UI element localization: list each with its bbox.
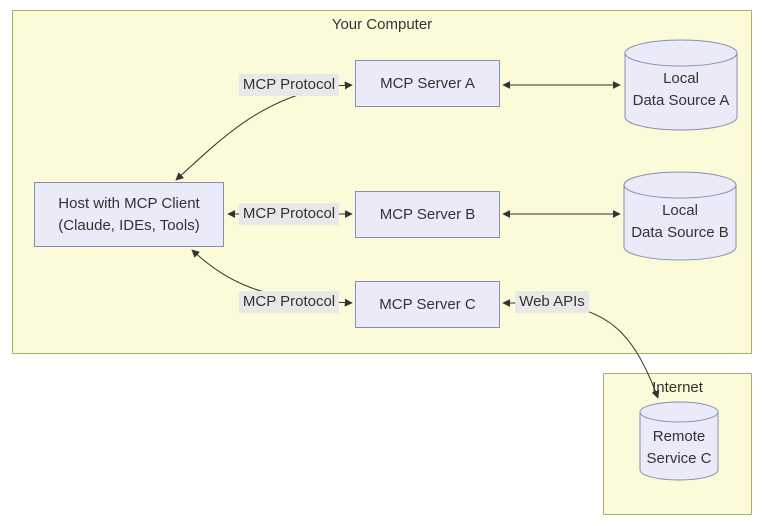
node-host-with-mcp-client: Host with MCP Client (Claude, IDEs, Tool… — [34, 182, 224, 247]
remote-c-line1: Remote — [652, 428, 706, 445]
remote-service-c-label: Remote Service C — [640, 426, 718, 474]
mcp-server-b-label: MCP Server B — [379, 205, 476, 223]
local-data-source-b-label: Local Data Source B — [624, 200, 736, 248]
edge-label-web-apis: Web APIs — [515, 291, 589, 313]
ds-a-line1: Local — [663, 70, 699, 87]
edge-label-mcp-protocol-1: MCP Protocol — [238, 74, 340, 96]
ds-b-line1: Local — [662, 202, 698, 219]
remote-c-line2: Service C — [646, 450, 712, 467]
node-mcp-server-c: MCP Server C — [355, 281, 500, 328]
edge-label-mcp-protocol-3: MCP Protocol — [238, 291, 340, 313]
mcp-server-c-label: MCP Server C — [379, 295, 476, 313]
mcp-server-a-label: MCP Server A — [380, 74, 475, 92]
your-computer-group-label: Your Computer — [331, 16, 433, 33]
ds-a-line2: Data Source A — [632, 92, 730, 109]
local-data-source-a-label: Local Data Source A — [625, 68, 737, 116]
node-mcp-server-a: MCP Server A — [355, 60, 500, 107]
edge-label-mcp-protocol-2: MCP Protocol — [238, 203, 340, 225]
host-label-line1: Host with MCP Client — [58, 194, 200, 212]
host-label-line2: (Claude, IDEs, Tools) — [58, 216, 200, 234]
node-mcp-server-b: MCP Server B — [355, 191, 500, 238]
internet-group-label: Internet — [652, 379, 703, 396]
ds-b-line2: Data Source B — [631, 224, 729, 241]
